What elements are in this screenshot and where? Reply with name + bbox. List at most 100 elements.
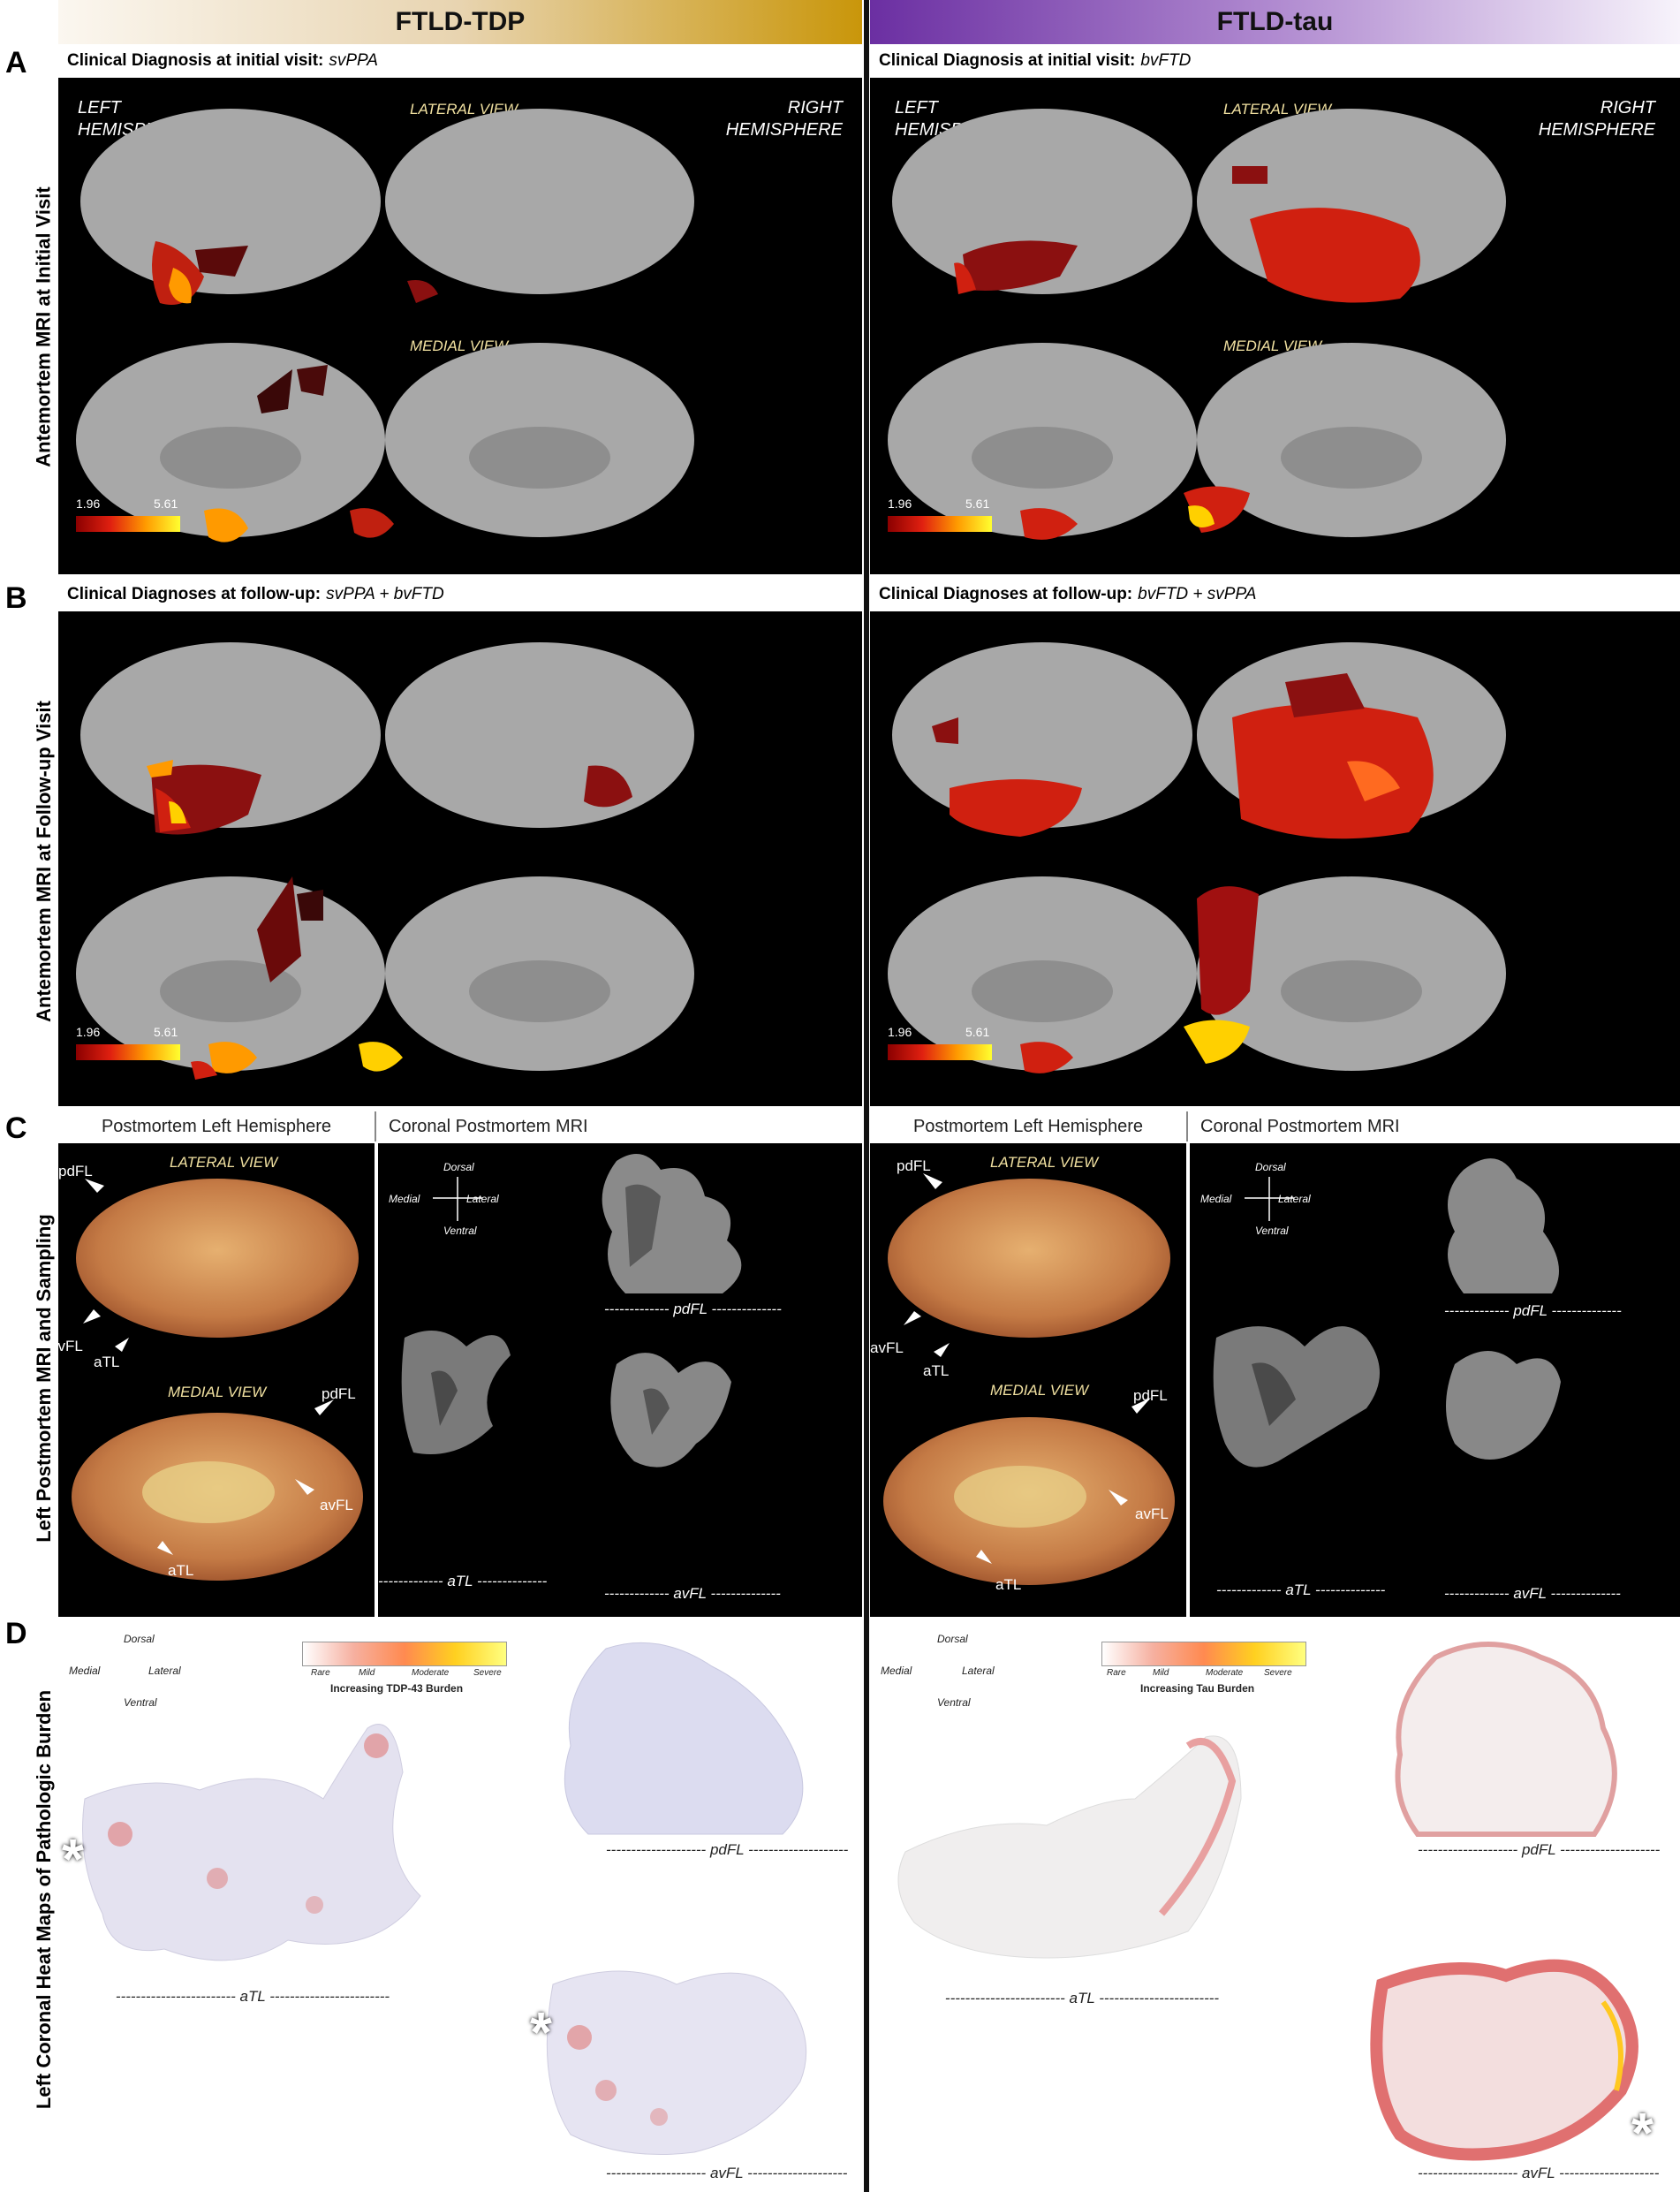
heatmap-slice-pdfl bbox=[564, 1642, 804, 1835]
pdfl-label: pdFL bbox=[322, 1385, 356, 1402]
atrophy-region bbox=[1184, 1020, 1250, 1064]
legend-tick-severe: Severe bbox=[473, 1668, 502, 1678]
asterisk-marker: * bbox=[62, 1827, 84, 1891]
atrophy-region bbox=[169, 268, 192, 304]
atl-label: aTL bbox=[168, 1562, 194, 1579]
atrophy-region bbox=[191, 1061, 217, 1080]
caption-avfl: -------------------- avFL --------------… bbox=[606, 2165, 848, 2181]
atrophy-region bbox=[257, 876, 301, 982]
legend-tick-moderate: Moderate bbox=[412, 1668, 450, 1678]
lateral-view-label: LATERAL VIEW bbox=[410, 101, 518, 118]
coronal-mri-right: Dorsal Medial Lateral Ventral ----------… bbox=[1190, 1143, 1680, 1617]
caption-atl: ------------------------ aTL -----------… bbox=[944, 1990, 1220, 2006]
atrophy-region bbox=[1232, 166, 1268, 184]
brain-photo-lateral bbox=[76, 1179, 359, 1338]
heatmap-tdp-panel: Dorsal Medial Lateral Ventral Rare Mild … bbox=[58, 1622, 862, 2192]
heatmap-tau-panel: Dorsal Medial Lateral Ventral Rare Mild … bbox=[870, 1622, 1680, 2192]
heat-legend-bar bbox=[302, 1642, 507, 1666]
atrophy-region bbox=[1285, 673, 1365, 717]
orient-medial: Medial bbox=[69, 1665, 101, 1677]
heat-legend-bar bbox=[1101, 1642, 1306, 1666]
mri-slice-pdfl bbox=[602, 1154, 742, 1293]
orient-dorsal: Dorsal bbox=[443, 1161, 474, 1173]
atrophy-region bbox=[407, 280, 438, 303]
orient-lateral: Lateral bbox=[962, 1665, 995, 1677]
atl-label: aTL bbox=[995, 1576, 1022, 1593]
caption-atl: ------------- aTL -------------- bbox=[378, 1573, 548, 1589]
coronal-mri-slices bbox=[401, 1154, 742, 1468]
legend-title: Increasing Tau Burden bbox=[1140, 1682, 1255, 1695]
subhead-coronal-left: Coronal Postmortem MRI bbox=[376, 1111, 862, 1142]
atl-label: aTL bbox=[94, 1354, 120, 1370]
orient-dorsal: Dorsal bbox=[937, 1633, 968, 1645]
colorbar bbox=[76, 1044, 180, 1060]
caption-atl: ------------------------ aTL -----------… bbox=[115, 1988, 390, 2005]
atrophy-region bbox=[350, 508, 394, 538]
brain-lateral-right bbox=[385, 109, 694, 294]
postmortem-brain-photos bbox=[883, 1173, 1175, 1585]
orient-medial: Medial bbox=[1200, 1193, 1232, 1205]
atrophy-region bbox=[208, 1042, 257, 1073]
lateral-view-label: LATERAL VIEW bbox=[990, 1154, 1099, 1171]
panel-b-left-image: 1.96 5.61 bbox=[58, 611, 862, 1106]
atrophy-region bbox=[195, 246, 248, 277]
panel-letter-d: D bbox=[5, 1617, 27, 1650]
legend-tick-moderate: Moderate bbox=[1206, 1668, 1244, 1678]
caption-pdfl: -------------------- pdFL --------------… bbox=[606, 1841, 849, 1858]
colorbar-min: 1.96 bbox=[888, 497, 912, 511]
header-ftld-tau-text: FTLD-tau bbox=[1216, 7, 1334, 36]
atrophy-region bbox=[297, 890, 323, 921]
caption-pdfl: ------------- pdFL -------------- bbox=[604, 1301, 782, 1317]
atrophy-region bbox=[1250, 208, 1420, 303]
colorbar bbox=[76, 516, 180, 532]
subhead-postmortem-right: Postmortem Left Hemisphere bbox=[870, 1111, 1188, 1142]
caption-avfl: ------------- avFL -------------- bbox=[604, 1585, 781, 1602]
header-ftld-tdp-text: FTLD-TDP bbox=[395, 7, 526, 36]
subhead-postmortem-left: Postmortem Left Hemisphere bbox=[58, 1111, 376, 1142]
subhead-coronal-right: Coronal Postmortem MRI bbox=[1188, 1111, 1680, 1142]
diagnosis-b-left: Clinical Diagnoses at follow-up:svPPA + … bbox=[58, 580, 862, 610]
atrophy-region bbox=[1188, 505, 1215, 527]
caption-pdfl: ------------- pdFL -------------- bbox=[1444, 1302, 1622, 1319]
caption-avfl: ------------- avFL -------------- bbox=[1444, 1585, 1621, 1602]
brain-lateral-left bbox=[892, 642, 1192, 828]
legend-title: Increasing TDP-43 Burden bbox=[330, 1682, 464, 1695]
colorbar bbox=[888, 1044, 992, 1060]
postmortem-photos-right: LATERAL VIEW MEDIAL VIEW pdFL avFL aTL p… bbox=[870, 1143, 1186, 1617]
atrophy-region bbox=[932, 717, 958, 744]
legend-tick-rare: Rare bbox=[311, 1668, 330, 1678]
pdfl-label: pdFL bbox=[1133, 1387, 1168, 1404]
panel-letter-b: B bbox=[5, 581, 27, 615]
orient-ventral: Ventral bbox=[937, 1696, 971, 1709]
orient-ventral: Ventral bbox=[124, 1696, 157, 1709]
brain-renders-b-right bbox=[888, 642, 1506, 1073]
pdfl-label: pdFL bbox=[58, 1163, 93, 1179]
coronal-mri-slices bbox=[1213, 1158, 1561, 1468]
header-ftld-tdp: FTLD-TDP bbox=[58, 0, 862, 44]
orient-medial: Medial bbox=[881, 1665, 912, 1677]
colorbar-min: 1.96 bbox=[888, 1025, 912, 1039]
colorbar-max: 5.61 bbox=[965, 497, 990, 511]
heatmap-slice-atl bbox=[82, 1724, 421, 1961]
atl-label: aTL bbox=[923, 1362, 950, 1379]
colorbar-max: 5.61 bbox=[965, 1025, 990, 1039]
diagnosis-a-right: Clinical Diagnosis at initial visit:bvFT… bbox=[870, 46, 1680, 76]
orient-ventral: Ventral bbox=[443, 1225, 477, 1237]
postmortem-photos-left: LATERAL VIEW MEDIAL VIEW pdFL avFL aTL p… bbox=[49, 1143, 375, 1617]
orient-lateral: Lateral bbox=[1278, 1193, 1311, 1205]
postmortem-brain-photos bbox=[72, 1179, 363, 1581]
medial-view-label: MEDIAL VIEW bbox=[168, 1384, 267, 1400]
panel-letter-c: C bbox=[5, 1111, 27, 1145]
atrophy-region bbox=[1020, 508, 1078, 540]
legend-tick-mild: Mild bbox=[1153, 1668, 1169, 1678]
panel-b-right-image: 1.96 5.61 bbox=[870, 611, 1680, 1106]
diagnosis-a-left: Clinical Diagnosis at initial visit:svPP… bbox=[58, 46, 862, 76]
colorbar-max: 5.61 bbox=[154, 1025, 178, 1039]
brain-lateral-left bbox=[892, 109, 1192, 294]
atrophy-region bbox=[359, 1042, 403, 1072]
atrophy-region bbox=[584, 765, 632, 808]
mri-slice-pdfl bbox=[1448, 1158, 1559, 1293]
